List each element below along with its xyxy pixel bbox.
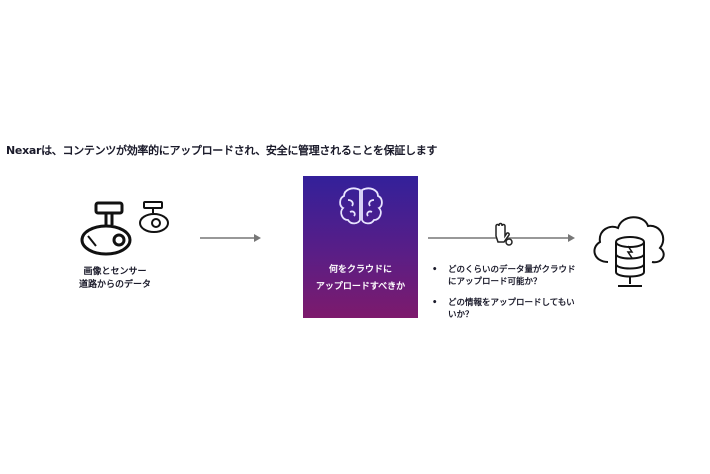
question-item: どの情報をアップロードしてもいいか？ — [430, 297, 580, 321]
source-caption-line2: 道路からのデータ — [78, 280, 151, 290]
source-caption: 画像とセンサー 道路からのデータ — [60, 266, 170, 292]
page-title: Nexarは、コンテンツが効率的にアップロードされ、安全に管理されることを保証し… — [6, 144, 438, 157]
cloud-database-icon — [593, 216, 665, 287]
decision-caption-line2: アップロードすべきか — [315, 282, 406, 292]
question-list: どのくらいのデータ量がクラウドにアップロード可能か？ どの情報をアップロードして… — [430, 264, 580, 330]
decision-box: 何をクラウドに アップロードすべきか — [303, 176, 418, 318]
decision-caption: 何をクラウドに アップロードすべきか — [303, 262, 418, 296]
decision-caption-line1: 何をクラウドに — [328, 265, 392, 275]
source-caption-line1: 画像とセンサー — [83, 267, 147, 277]
question-item: どのくらいのデータ量がクラウドにアップロード可能か？ — [430, 264, 580, 288]
hand-stop-icon — [495, 222, 513, 246]
dashcam-icon — [80, 201, 169, 256]
brain-icon — [339, 187, 383, 225]
arrow-right-icon — [200, 234, 261, 242]
